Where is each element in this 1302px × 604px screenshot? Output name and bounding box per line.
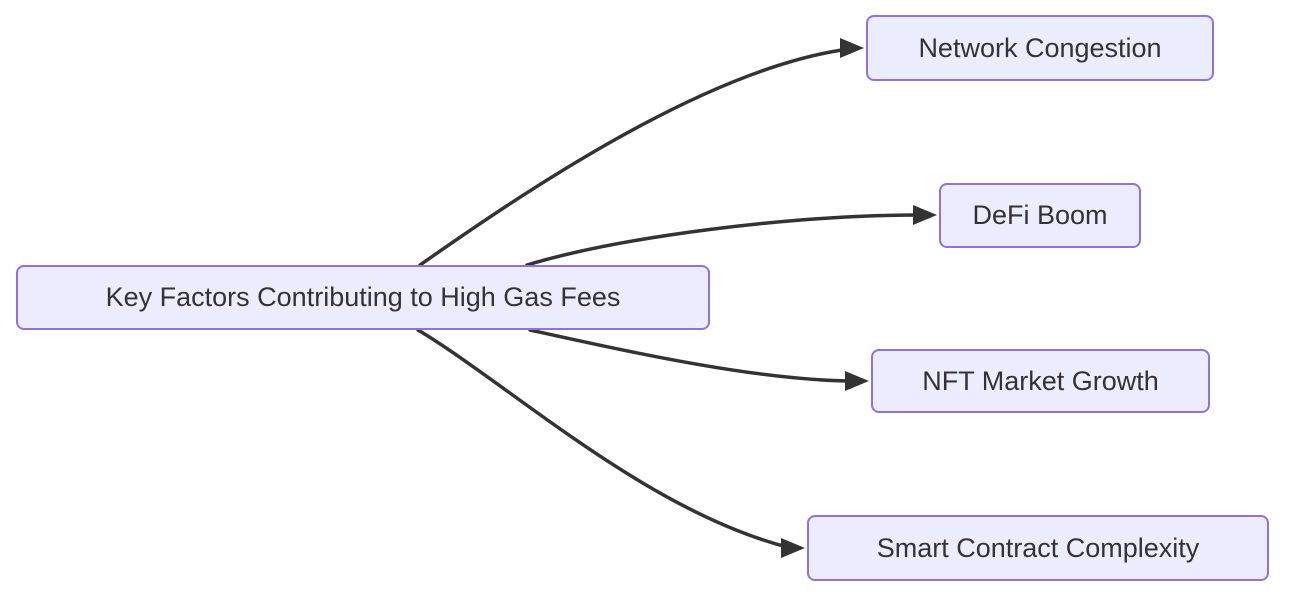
edge-nft-market-growth-arrowhead [845, 371, 869, 391]
edge-network-congestion-arrowhead [840, 38, 864, 58]
node-defi-boom: DeFi Boom [939, 183, 1141, 248]
edge-root-to-smart-contract-complexity [416, 328, 789, 549]
node-smart-contract-complexity-label: Smart Contract Complexity [876, 532, 1200, 563]
node-root-label: Key Factors Contributing to High Gas Fee… [105, 282, 621, 312]
node-network-congestion-label: Network Congestion [918, 32, 1162, 63]
edge-smart-contract-complexity-arrowhead [781, 538, 805, 558]
edge-root-to-nft-market-growth [528, 328, 853, 383]
edge-root-to-network-congestion [418, 48, 844, 267]
node-root-key-factors: Key Factors Contributing to High Gas Fee… [16, 265, 710, 330]
node-nft-market-growth-label: NFT Market Growth [922, 365, 1159, 396]
node-smart-contract-complexity: Smart Contract Complexity [807, 515, 1269, 581]
node-defi-boom-label: DeFi Boom [972, 200, 1108, 230]
edge-defi-boom-arrowhead [913, 205, 937, 225]
node-network-congestion: Network Congestion [866, 15, 1214, 81]
node-nft-market-growth: NFT Market Growth [871, 349, 1210, 413]
edge-root-to-defi-boom [525, 213, 921, 267]
